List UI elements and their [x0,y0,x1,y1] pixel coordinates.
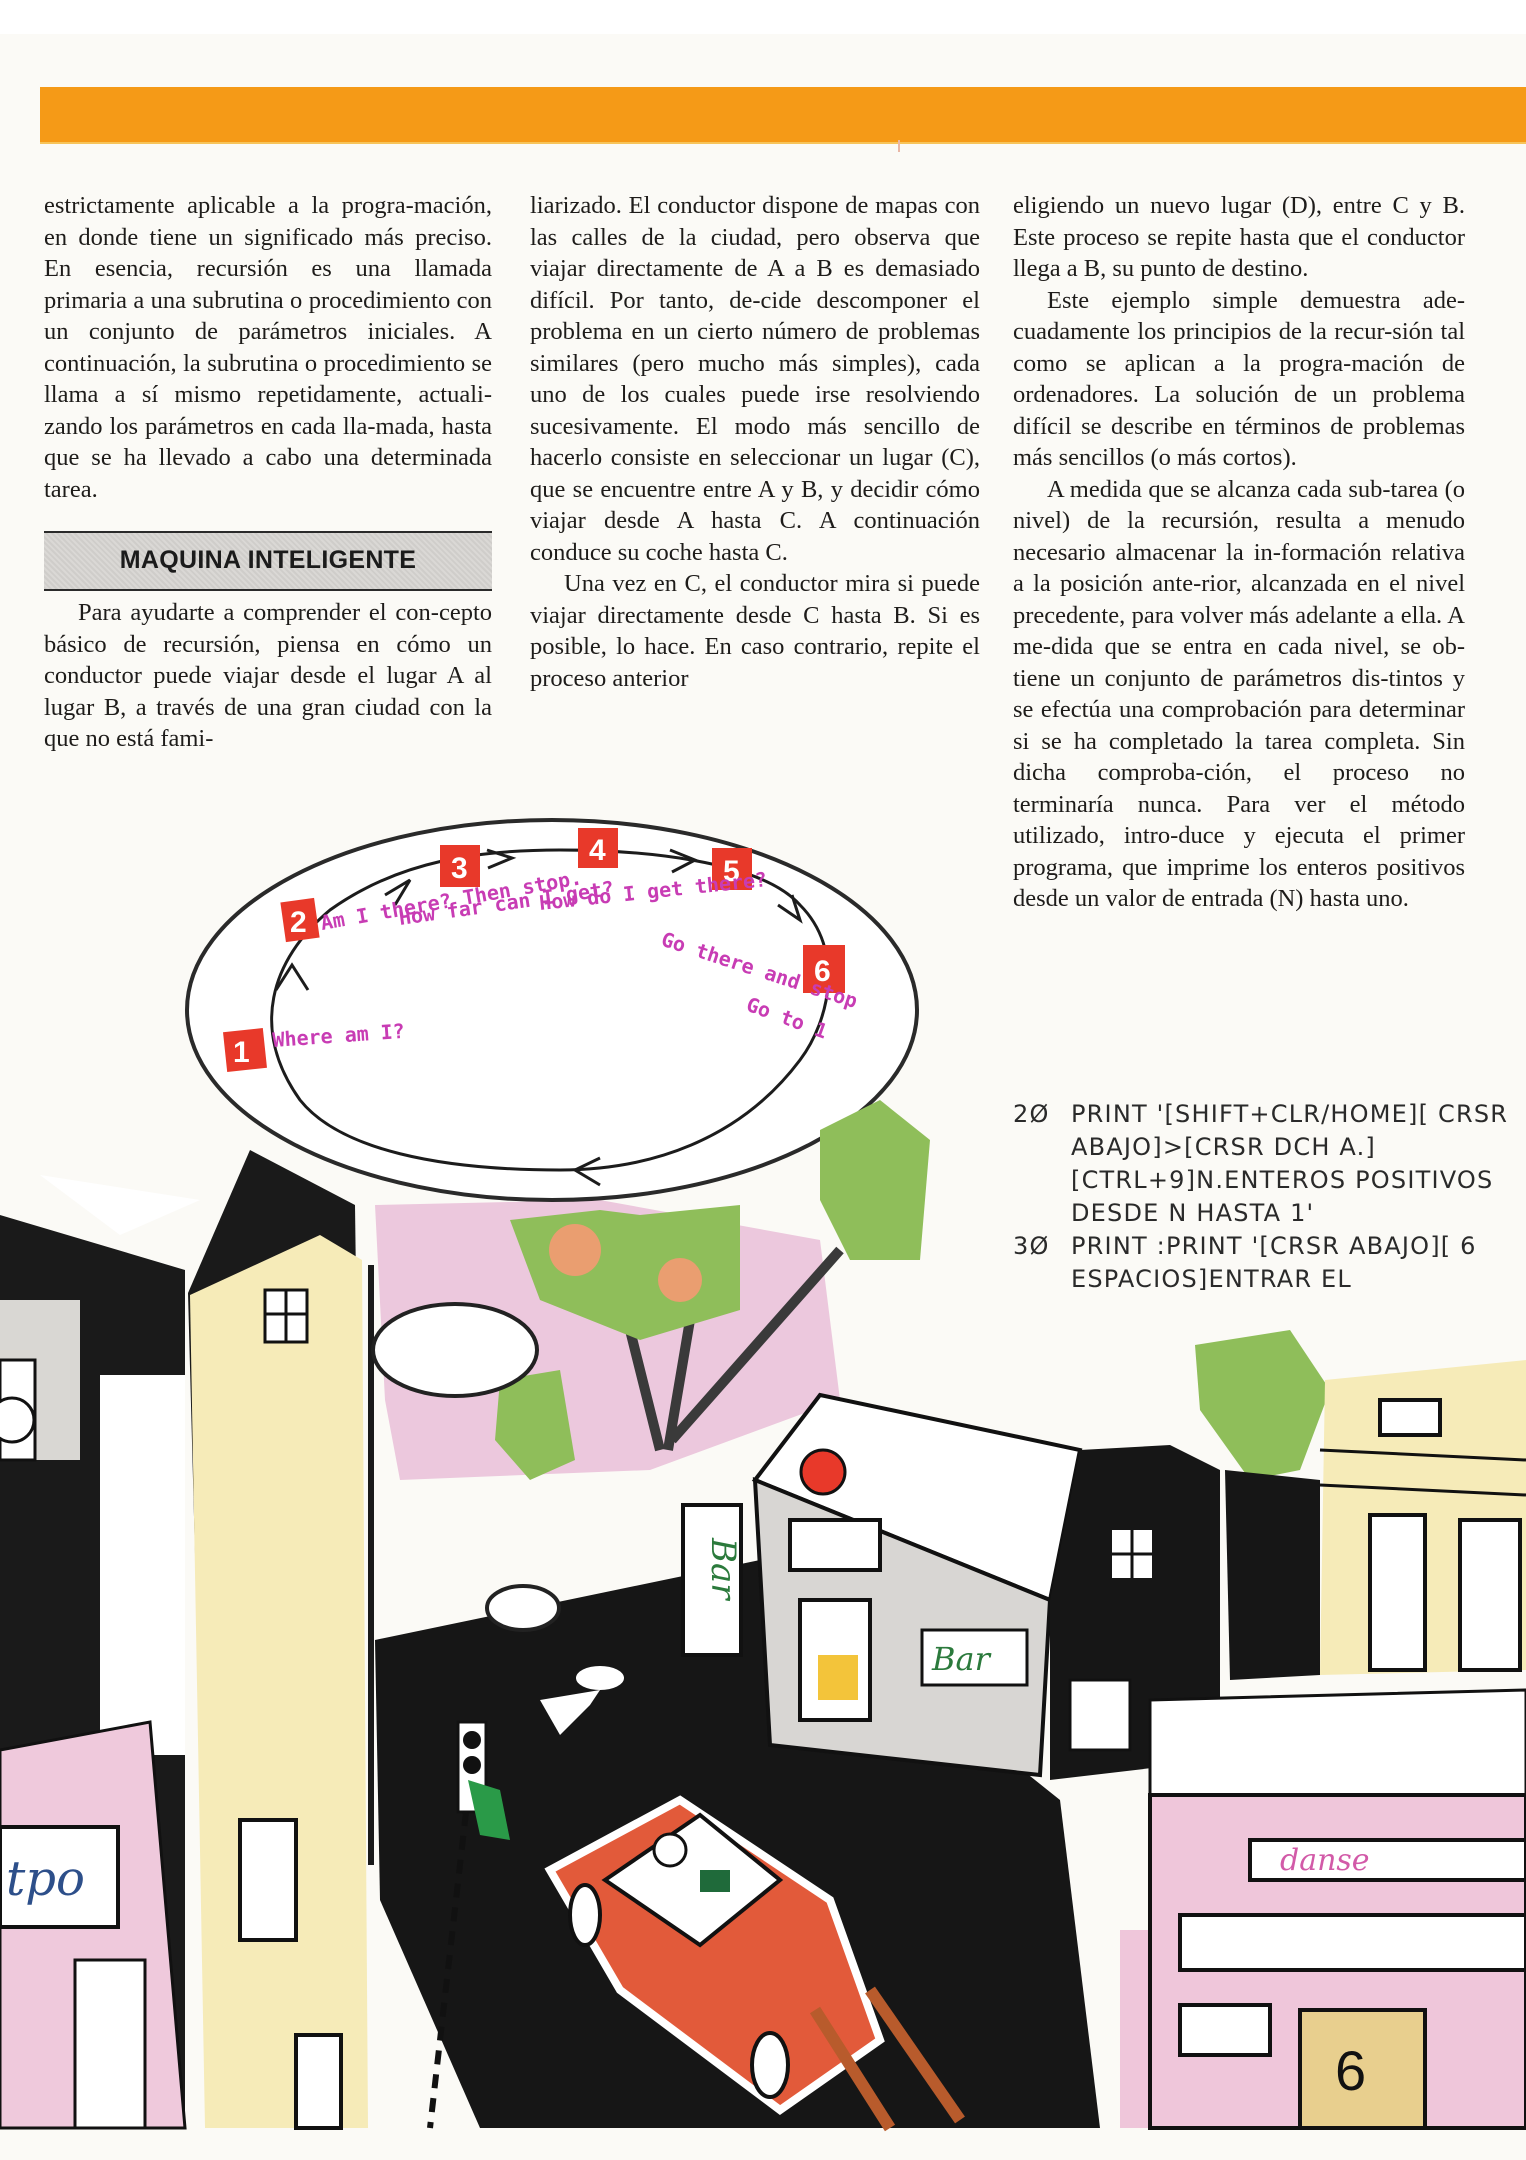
section-subheading-box: MAQUINA INTELIGENTE [44,531,492,591]
paragraph: Una vez en C, el conductor mira si puede… [530,570,980,692]
print-mark [898,140,900,152]
code-line: 3Ø PRINT :PRINT '[CRSR ABAJO][ 6 ESPACIO… [1013,1230,1513,1296]
text-column-3: eligiendo un nuevo lugar (D), entre C y … [1013,190,1465,915]
code-text: PRINT :PRINT '[CRSR ABAJO][ 6 ESPACIOS]E… [1071,1232,1477,1293]
paragraph: Para ayudarte a comprender el con-cepto … [44,599,492,752]
line-number: 3Ø [1013,1232,1050,1260]
paragraph: Este ejemplo simple demuestra ade-cuadam… [1013,286,1465,472]
paragraph: liarizado. El conductor dispone de mapas… [530,192,980,566]
header-color-band [40,87,1526,142]
line-number: 2Ø [1013,1100,1050,1128]
code-line: 2Ø PRINT '[SHIFT+CLR/HOME][ CRSR ABAJO]>… [1013,1098,1513,1230]
code-text: PRINT '[SHIFT+CLR/HOME][ CRSR ABAJO]>[CR… [1071,1100,1509,1227]
basic-code-listing: 2Ø PRINT '[SHIFT+CLR/HOME][ CRSR ABAJO]>… [1013,1098,1513,1296]
paragraph: estrictamente aplicable a la progra-maci… [44,192,492,503]
section-subheading: MAQUINA INTELIGENTE [119,546,417,575]
paragraph: eligiendo un nuevo lugar (D), entre C y … [1013,192,1465,282]
paragraph: A medida que se alcanza cada sub-tarea (… [1013,475,1465,913]
text-column-1: estrictamente aplicable a la progra-maci… [44,190,492,755]
text-column-2: liarizado. El conductor dispone de mapas… [530,190,980,694]
